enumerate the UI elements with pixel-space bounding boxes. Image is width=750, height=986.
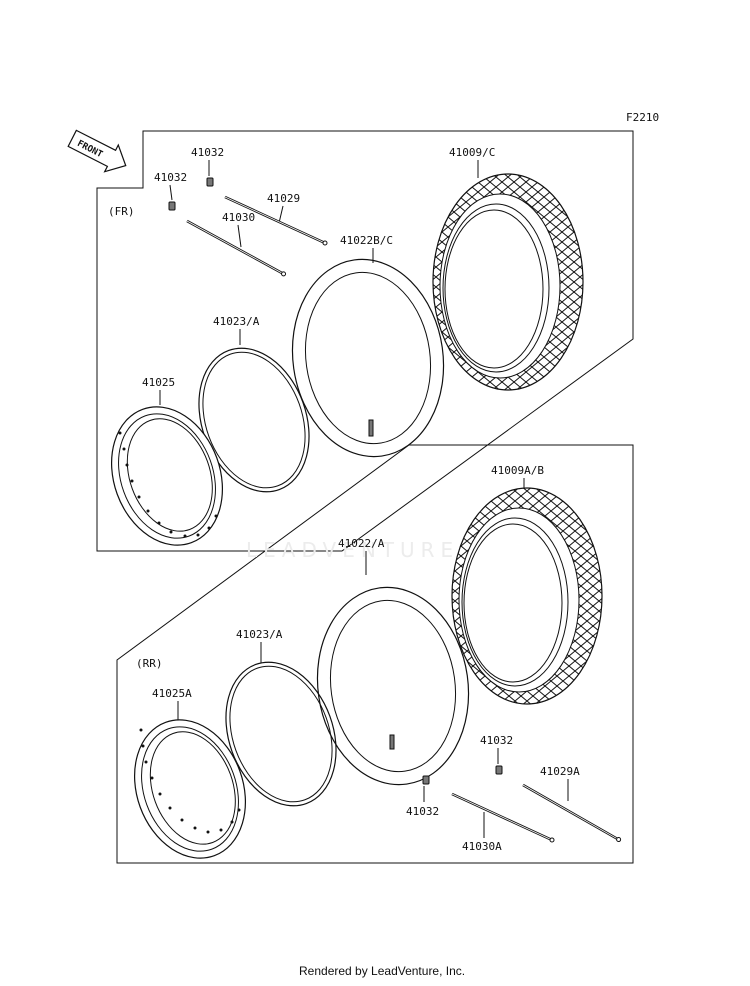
front-section-label: (FR)	[108, 205, 135, 218]
watermark: LEADVENTURE	[246, 538, 459, 562]
rear-rim-band-code: 41023/A	[236, 628, 283, 641]
rear-section-label: (RR)	[136, 657, 163, 670]
rear-rim-icon	[115, 703, 265, 875]
rear-section-frame	[116, 444, 634, 864]
rear-valve-cap-code: 41032	[480, 734, 513, 747]
front-spoke-b-icon	[182, 219, 291, 278]
front-valve-nut-code: 41032	[154, 171, 187, 184]
front-spoke-b-code: 41030	[222, 211, 255, 224]
front-arrow-icon: FRONT	[67, 129, 127, 173]
front-tube-icon	[279, 248, 457, 468]
front-tire-icon	[432, 173, 584, 391]
rear-tire-icon	[451, 487, 603, 705]
front-valve-nut-icon	[168, 201, 176, 211]
front-rim-spoke-holes	[118, 431, 218, 538]
rear-valve-nut-code: 41032	[406, 805, 439, 818]
rear-spoke-b-icon	[450, 792, 556, 844]
rear-rim-code: 41025A	[152, 687, 192, 700]
front-tube-valve-icon	[368, 419, 374, 437]
rear-tube-code: 41022/A	[338, 537, 385, 550]
rear-valve-nut-icon	[422, 775, 430, 785]
rear-rim-spoke-holes	[139, 728, 241, 834]
rear-spoke-a-code: 41029A	[540, 765, 580, 778]
front-spoke-a-leader	[278, 205, 284, 224]
front-section-frame	[96, 130, 634, 552]
front-rim-band-code: 41023/A	[213, 315, 260, 328]
front-rim-icon	[92, 390, 242, 562]
rear-valve-cap-icon	[495, 765, 503, 775]
front-spoke-a-code: 41029	[267, 192, 300, 205]
footer-credit: Rendered by LeadVenture, Inc.	[299, 964, 465, 978]
rear-tube-valve-icon	[389, 734, 395, 750]
front-tire-code: 41009/C	[449, 146, 495, 159]
front-valve-cap-icon	[206, 177, 214, 187]
front-spoke-b-leader	[237, 224, 242, 248]
diagram-code: F2210	[626, 111, 659, 124]
front-rim-code: 41025	[142, 376, 175, 389]
rear-spoke-b-code: 41030A	[462, 840, 502, 853]
front-tube-code: 41022B/C	[340, 234, 393, 247]
front-valve-cap-code: 41032	[191, 146, 224, 159]
rear-tire-code: 41009A/B	[491, 464, 544, 477]
front-valve-nut-leader	[169, 184, 173, 201]
